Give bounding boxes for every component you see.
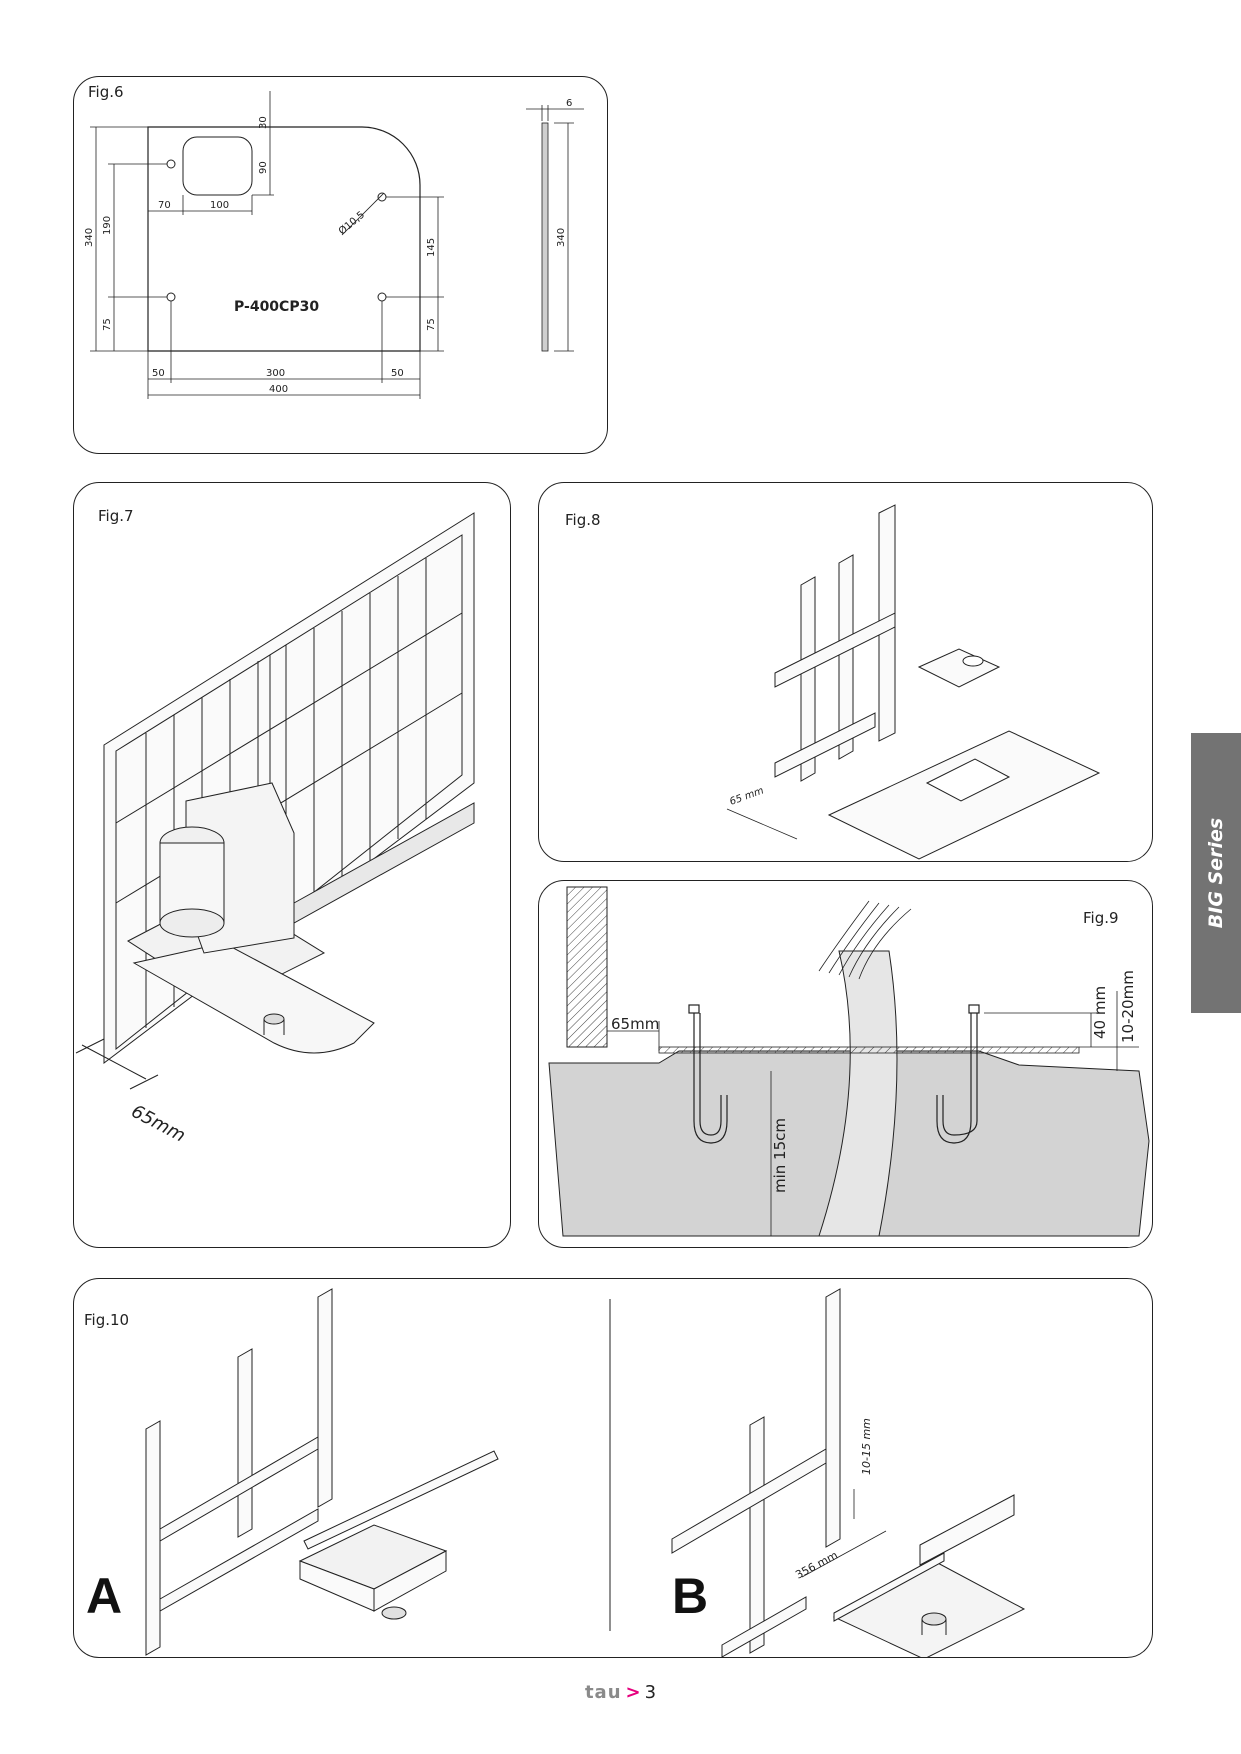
plate-side-view (541, 122, 549, 352)
variant-a-drawing (145, 1288, 499, 1656)
fig10-panel: Fig.10 A B (73, 1278, 1153, 1658)
fig8-panel: Fig.8 65 mm (538, 482, 1153, 862)
dim-50-right: 50 (391, 368, 404, 379)
anchor-plate (917, 648, 1001, 688)
variant-b-label: B (672, 1568, 709, 1624)
dim-400: 400 (269, 384, 288, 395)
fig10-label: Fig.10 (84, 1311, 130, 1329)
dim-190: 190 (102, 216, 113, 235)
dim-thickness: 6 (566, 98, 572, 109)
arrow-icon: > (625, 1682, 641, 1703)
dim-50-left: 50 (152, 368, 165, 379)
fig10-drawing: 10-15 mm 356 mm (145, 1288, 1026, 1657)
gate-section (566, 886, 608, 1048)
plate-outline (147, 126, 421, 352)
fig9-label: Fig.9 (1083, 909, 1119, 927)
fig7-drawing: 65mm (75, 512, 475, 1147)
fig9-dim-10-20mm: 10-20mm (1119, 970, 1137, 1043)
fig9-dim-40mm: 40 mm (1091, 986, 1109, 1039)
dim-100: 100 (210, 200, 229, 211)
fig9-dim-min15cm: min 15cm (771, 1118, 789, 1193)
fig9-drawing: 65mm min 15cm 40 mm 10-20mm (548, 886, 1150, 1237)
plate-hole (166, 292, 176, 302)
dim-340: 340 (84, 228, 95, 247)
dim-70: 70 (158, 200, 171, 211)
fig7-panel: Fig.7 (73, 482, 511, 1248)
anchor-bolt (688, 1004, 728, 1144)
dim-30: 30 (258, 116, 269, 129)
fig7-label: Fig.7 (98, 507, 134, 525)
plate-slot (182, 136, 253, 196)
dim-90: 90 (258, 161, 269, 174)
variant-a-label: A (86, 1568, 123, 1624)
series-side-tab-text: BIG Series (1205, 817, 1227, 929)
fig9-panel: Fig.9 (538, 880, 1153, 1248)
fig7-dim-65mm: 65mm (128, 1101, 189, 1147)
tau-logo: tau (584, 1682, 622, 1703)
part-code: P-400CP30 (234, 299, 319, 315)
fig6-panel: Fig.6 30 9 (73, 76, 608, 454)
dim-75-left: 75 (102, 318, 113, 331)
plate-hole (166, 159, 176, 169)
fig6-label: Fig.6 (88, 83, 124, 101)
page-footer: tau>3 (0, 1682, 1241, 1703)
dim-75-right: 75 (426, 318, 437, 331)
dim-300: 300 (266, 368, 285, 379)
anchor-plate (658, 1046, 1080, 1054)
series-side-tab: BIG Series (1191, 733, 1241, 1013)
anchor-bolt (936, 1004, 980, 1144)
fig6-drawing: 30 90 70 100 Ø10,5 340 190 75 145 75 50 … (84, 91, 584, 399)
fig9-dim-65mm: 65mm (611, 1015, 659, 1033)
gate-crossbar (774, 612, 896, 688)
plate-hole (377, 292, 387, 302)
fig10-dim-10-15mm: 10-15 mm (860, 1418, 873, 1475)
dim-side-340: 340 (556, 228, 567, 247)
dim-145: 145 (426, 238, 437, 257)
conduit (263, 1013, 285, 1025)
plate-hole (377, 192, 387, 202)
fig8-dim-65mm: 65 mm (728, 785, 765, 808)
cable-conduit (818, 950, 898, 1237)
fig10-dim-356mm: 356 mm (793, 1549, 840, 1582)
foundation-plate (132, 942, 375, 1054)
fig8-label: Fig.8 (565, 511, 601, 529)
variant-b-drawing (671, 1288, 1026, 1657)
page-number: 3 (644, 1682, 657, 1703)
fig8-drawing: 65 mm (726, 504, 1101, 860)
dim-hole-diameter: Ø10,5 (336, 209, 367, 238)
